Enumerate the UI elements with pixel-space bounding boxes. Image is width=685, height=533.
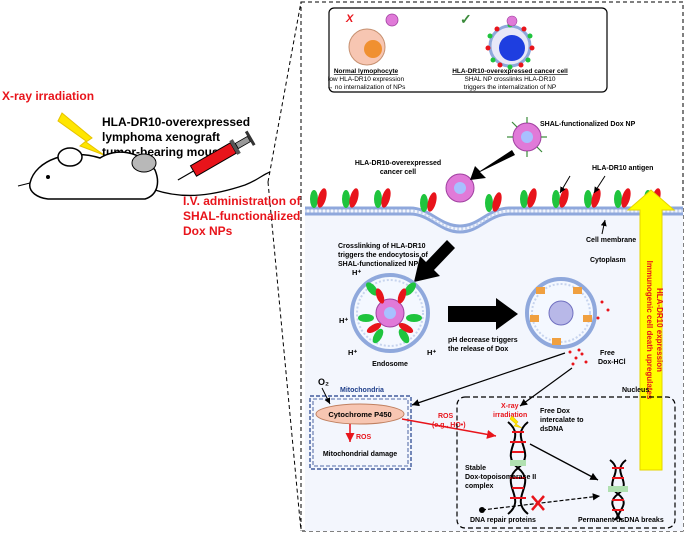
h-plus-2: H⁺	[424, 268, 433, 277]
xray2-label-2: irradiation	[493, 412, 527, 419]
mitochondria-box-inner	[312, 398, 409, 467]
normal-title: Normal lymophocyte	[334, 68, 399, 75]
intercal-label-2: intercalate to	[540, 417, 584, 424]
check-mark: ✓	[460, 11, 472, 27]
iv-label-3: Dox NPs	[183, 224, 233, 238]
np-icon-bound	[506, 15, 518, 27]
dox-to-mito-arrow	[411, 352, 566, 407]
h-plus-4: H⁺	[348, 348, 357, 357]
cytoplasm-label: Cytoplasm	[590, 257, 626, 264]
syringe-icon	[177, 130, 256, 181]
stable-label-2: Dox-topoisomerase II	[465, 474, 536, 481]
cancer-cell-label-1: HLA-DR10-overexpressed	[355, 160, 441, 167]
cell-membrane	[305, 206, 683, 234]
broken-dna-icon	[608, 459, 628, 521]
xray2-label-1: X-ray	[501, 403, 519, 410]
iv-label-1: I.V. administration of	[183, 194, 302, 208]
zoom-line-bottom	[267, 181, 302, 532]
shal-np-label: SHAL-functionalized Dox NP	[540, 121, 636, 128]
mouse-label-1: HLA-DR10-overexpressed	[102, 115, 250, 129]
cancer-cell-label-2: cancer cell	[380, 169, 416, 176]
dox-to-nucleus-arrow	[519, 367, 573, 407]
membrane-pointer	[600, 219, 607, 235]
np-free	[512, 122, 542, 152]
normal-line-2: → no internalization of NPs	[327, 84, 407, 91]
membrane-label: Cell membrane	[586, 237, 636, 244]
cancer-cell-nucleus	[499, 35, 525, 61]
stable-label-1: Stable	[465, 465, 486, 472]
antigen-pointer-2	[559, 175, 571, 194]
nucleus-box	[456, 396, 676, 529]
antigen-pointer	[593, 175, 606, 194]
breaks-label: Permanent dsDNA breaks	[578, 517, 664, 524]
normal-cell-nucleus	[364, 40, 382, 58]
feedback-arrow	[626, 189, 676, 471]
endosome-antigens	[358, 282, 422, 344]
cytochrome-label: Cytochrome P450	[328, 410, 391, 419]
inset-box	[328, 7, 608, 93]
free-dox-label-2: Dox-HCl	[598, 359, 626, 366]
endosome-release	[525, 277, 597, 349]
mito-title: Mitochondria	[340, 387, 384, 394]
stable-label-3: complex	[465, 483, 494, 490]
mouse-label-2: lymphoma xenograft	[102, 130, 220, 144]
np-shal-ligands	[507, 117, 547, 157]
mouse-icon	[17, 147, 271, 200]
xray-label: X-ray irradiation	[2, 89, 94, 103]
ph-label-1: pH decrease triggers	[448, 337, 518, 344]
o2-arrow	[321, 387, 331, 405]
repair-label: DNA repair proteins	[470, 517, 536, 524]
h-plus-1: H⁺	[352, 268, 361, 277]
vertical-label-1: Immunogenic cell death upregulates	[645, 261, 654, 400]
antigen-label: HLA-DR10 antigen	[592, 165, 653, 172]
x-mark: X	[345, 13, 354, 25]
ros-label-1: ROS	[356, 434, 372, 441]
zoom-line-top	[267, 1, 302, 183]
cancer-line-1: SHAL NP crosslinks HLA-DR10	[464, 76, 555, 83]
endocytosis-arrow	[414, 240, 455, 282]
lightning-small-icon	[509, 415, 523, 429]
crosslink-label-1: Crosslinking of HLA-DR10	[338, 243, 426, 250]
dox-dots	[568, 300, 610, 366]
dna-helix-icon	[507, 421, 529, 515]
free-dox-label-1: Free	[600, 350, 615, 357]
normal-line-1: low HLA-DR10 expression	[328, 76, 405, 83]
cancer-title: HLA-DR10-overexpressed cancer cell	[452, 68, 568, 75]
o2-label: O₂	[318, 377, 329, 387]
h-plus-5: H⁺	[427, 348, 436, 357]
cytochrome-oval	[315, 403, 405, 425]
ph-label-2: the release of Dox	[448, 346, 508, 353]
intercal-label-1: Free Dox	[540, 408, 570, 415]
np-icon-small	[385, 13, 399, 27]
lightning-icon	[57, 112, 105, 156]
tumor-spot	[131, 153, 157, 173]
ros-dna-arrow	[401, 418, 497, 439]
h-plus-3: H⁺	[339, 316, 348, 325]
vertical-label-2: HLA-DR10 expression	[655, 288, 664, 372]
np-approach-arrow	[470, 150, 515, 180]
intercal-label-3: dsDNA	[540, 426, 563, 433]
np-membrane-bound	[445, 173, 475, 203]
ros-label-2: ROS	[438, 413, 454, 420]
break-arrow	[529, 443, 599, 481]
ros-label-3: (e.g., HO•)	[432, 422, 466, 429]
endosome-antigens-red	[366, 288, 414, 334]
iv-label-2: SHAL-functionalized	[183, 209, 300, 223]
blocked-x-icon	[531, 495, 545, 511]
repair-arrow	[481, 493, 601, 511]
ph-release-arrow	[448, 298, 518, 330]
mitochondria-box	[309, 395, 412, 470]
endosome	[350, 273, 430, 353]
crosslink-label-2: triggers the endocytosis of	[338, 252, 429, 259]
endosome-label: Endosome	[372, 361, 408, 368]
nucleus-label: Nucleus	[622, 387, 649, 394]
cancer-line-2: triggers the internalization of NP	[464, 84, 557, 91]
mito-damage-label: Mitochondrial damage	[323, 451, 397, 458]
crosslink-label-3: SHAL-functionalized NP	[338, 261, 418, 268]
